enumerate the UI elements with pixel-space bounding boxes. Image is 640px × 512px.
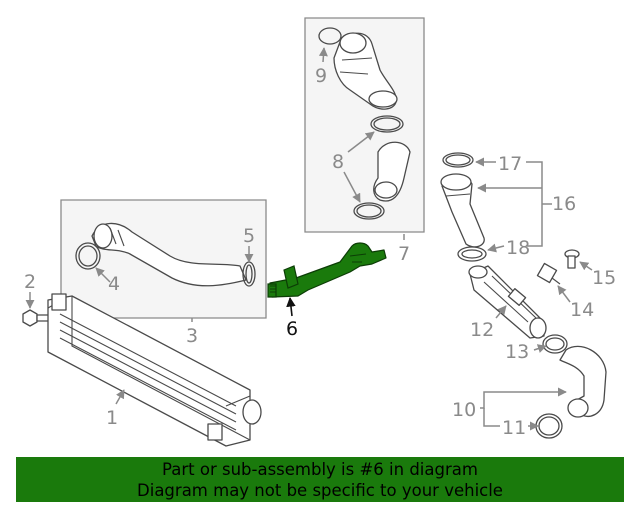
part-10-hose: [559, 345, 607, 418]
part-14-sensor: [536, 262, 561, 285]
part-8-clamps-hose: [353, 115, 411, 220]
callout-11: 11: [502, 417, 526, 439]
callout-9: 9: [315, 65, 327, 87]
callout-15: 15: [592, 267, 616, 289]
callout-5: 5: [243, 225, 255, 247]
part-16-hose: [440, 173, 485, 248]
callout-3: 3: [186, 325, 198, 347]
part-12-duct: [468, 265, 547, 339]
callout-7: 7: [398, 243, 410, 265]
callout-17: 17: [498, 153, 522, 175]
banner-line-1: Part or sub-assembly is #6 in diagram: [162, 460, 478, 479]
callout-4: 4: [108, 273, 120, 295]
callout-2: 2: [24, 271, 36, 293]
part-13-ring: [542, 334, 568, 354]
part-2-bolt: [22, 309, 50, 327]
callout-1: 1: [106, 407, 118, 429]
callout-13: 13: [505, 341, 529, 363]
part-6-pipe-highlighted: [267, 242, 387, 298]
callout-6: 6: [286, 318, 298, 340]
part-1-intercooler: [47, 293, 262, 447]
callout-14: 14: [570, 299, 594, 321]
callout-labels: 1 2 3 4 5 6 7 8 9 10 11 12 13 14 15 16 1…: [24, 65, 616, 439]
part-4-clamp: [75, 242, 101, 270]
part-15-screw: [564, 249, 580, 269]
info-banner: Part or sub-assembly is #6 in diagram Di…: [16, 457, 624, 502]
part-18-ring: [457, 246, 487, 262]
banner-line-2: Diagram may not be specific to your vehi…: [137, 481, 503, 500]
callout-16: 16: [552, 193, 576, 215]
callout-10: 10: [452, 399, 476, 421]
callout-18: 18: [506, 237, 530, 259]
part-11-ring: [535, 413, 563, 439]
leader-lines: [25, 47, 593, 431]
callout-12: 12: [470, 319, 494, 341]
part-9-elbow-duct: [318, 27, 398, 110]
part-17-ring: [442, 152, 474, 168]
callout-8: 8: [332, 151, 344, 173]
